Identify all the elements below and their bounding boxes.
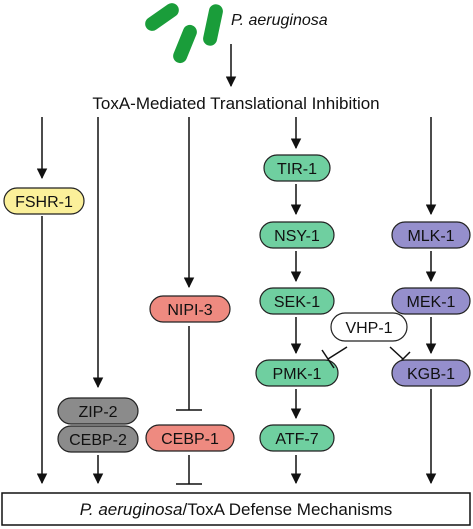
node-mlk1: MLK-1 — [391, 221, 471, 249]
svg-text:ZIP-2: ZIP-2 — [78, 404, 117, 421]
defense-organism-label: P. aeruginosa — [80, 500, 183, 519]
inhibit-nipi3-cebp1 — [176, 326, 202, 411]
svg-text:MLK-1: MLK-1 — [407, 228, 454, 245]
node-sek1: SEK-1 — [259, 287, 335, 315]
node-mek1: MEK-1 — [391, 287, 471, 315]
svg-text:P. aeruginosa/ToxA Defense Mec: P. aeruginosa/ToxA Defense Mechanisms — [80, 500, 392, 519]
svg-text:VHP-1: VHP-1 — [345, 320, 392, 337]
inhibit-cebp1-defense — [176, 455, 202, 485]
node-fshr1: FSHR-1 — [3, 187, 85, 215]
defense-mechanisms-box: P. aeruginosa/ToxA Defense Mechanisms — [1, 492, 471, 526]
svg-text:CEBP-1: CEBP-1 — [161, 431, 219, 448]
svg-text:MEK-1: MEK-1 — [407, 294, 456, 311]
node-kgb1: KGB-1 — [391, 359, 471, 387]
svg-text:CEBP-2: CEBP-2 — [69, 432, 127, 449]
node-pmk1: PMK-1 — [255, 359, 339, 387]
node-vhp1: VHP-1 — [330, 312, 408, 342]
node-cebp2: CEBP-2 — [57, 425, 139, 453]
svg-text:TIR-1: TIR-1 — [277, 161, 317, 178]
svg-text:NSY-1: NSY-1 — [274, 228, 320, 245]
node-atf7: ATF-7 — [259, 424, 335, 452]
node-tir1: TIR-1 — [263, 154, 331, 182]
svg-text:SEK-1: SEK-1 — [274, 294, 320, 311]
top-process-label: ToxA-Mediated Translational Inhibition — [92, 94, 379, 113]
svg-text:NIPI-3: NIPI-3 — [167, 302, 212, 319]
organism-label: P. aeruginosa — [231, 12, 328, 29]
svg-text:PMK-1: PMK-1 — [273, 366, 322, 383]
node-cebp1: CEBP-1 — [145, 424, 235, 452]
svg-text:ATF-7: ATF-7 — [275, 431, 318, 448]
node-nipi3: NIPI-3 — [149, 295, 231, 323]
defense-label-rest: /ToxA Defense Mechanisms — [182, 500, 392, 519]
node-zip2: ZIP-2 — [57, 397, 139, 425]
bacteria-icon — [145, 3, 223, 64]
svg-text:FSHR-1: FSHR-1 — [15, 194, 73, 211]
svg-text:KGB-1: KGB-1 — [407, 366, 455, 383]
node-nsy1: NSY-1 — [259, 221, 335, 249]
inhibit-vhp1-pmk1 — [321, 346, 348, 369]
